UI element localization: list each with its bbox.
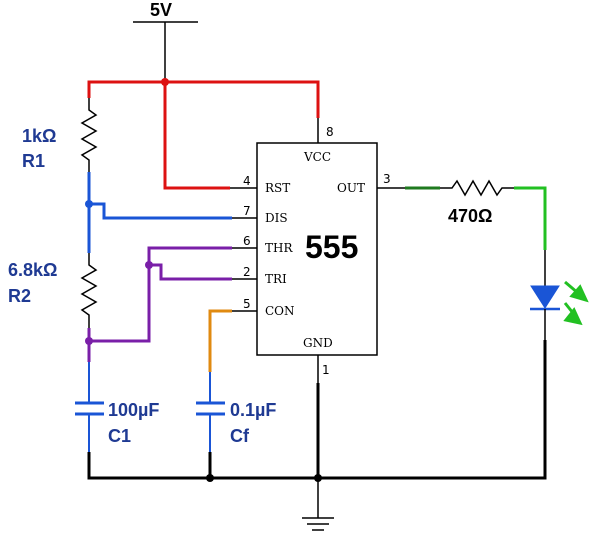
r1-value: 1kΩ	[22, 126, 56, 146]
ground-junction-cf	[206, 474, 214, 482]
pin-thr-number: 6	[243, 234, 251, 248]
capacitor-c1: 100µF C1	[75, 362, 159, 452]
c1-value: 100µF	[108, 400, 159, 420]
threshold-junction-right	[145, 261, 153, 269]
pin-tri-label: TRI	[265, 272, 287, 286]
r1-ref: R1	[22, 151, 45, 171]
resistor-r2: 6.8kΩ R2	[8, 253, 98, 328]
pin-gnd-number: 1	[322, 363, 330, 377]
pin-thr-label: THR	[265, 241, 293, 255]
pin-dis-label: DIS	[265, 211, 288, 225]
supply-label: 5V	[150, 0, 172, 20]
cf-ref: Cf	[230, 426, 250, 446]
led-light-arrows	[563, 280, 589, 326]
pin-out-label: OUT	[337, 181, 365, 195]
pin-rst-label: RST	[265, 181, 290, 195]
cf-value: 0.1µF	[230, 400, 276, 420]
pin-tri-number: 2	[243, 265, 251, 279]
resistor-r1: 1kΩ R1	[22, 98, 98, 172]
pin-con-number: 5	[243, 297, 251, 311]
ground-junction-chip	[314, 474, 322, 482]
discharge-net	[87, 172, 232, 253]
pin-out-number: 3	[383, 172, 391, 186]
vcc-junction	[161, 78, 169, 86]
led	[530, 250, 589, 340]
pin-vcc-label: VCC	[303, 150, 331, 164]
r-led-value: 470Ω	[448, 206, 492, 226]
capacitor-cf: 0.1µF Cf	[196, 372, 276, 452]
pin-con-label: CON	[265, 304, 295, 318]
vcc-net	[87, 80, 320, 190]
output-net: 470Ω	[405, 179, 547, 250]
chip-555: 555 VCC 8 RST 4 DIS 7 THR 6 TRI 2 CON 5 …	[230, 118, 405, 383]
control-net	[208, 309, 232, 372]
r2-value: 6.8kΩ	[8, 260, 57, 280]
threshold-junction-left	[85, 337, 93, 345]
c1-ref: C1	[108, 426, 131, 446]
pin-gnd-label: GND	[303, 336, 333, 350]
supply-5v: 5V	[133, 0, 198, 82]
r2-ref: R2	[8, 286, 31, 306]
pin-vcc-number: 8	[326, 125, 334, 139]
chip-name: 555	[305, 229, 358, 265]
ground-net	[87, 340, 547, 518]
ground-symbol	[302, 517, 334, 531]
discharge-junction	[85, 200, 93, 208]
pin-dis-number: 7	[243, 204, 251, 218]
pin-rst-number: 4	[243, 174, 251, 188]
